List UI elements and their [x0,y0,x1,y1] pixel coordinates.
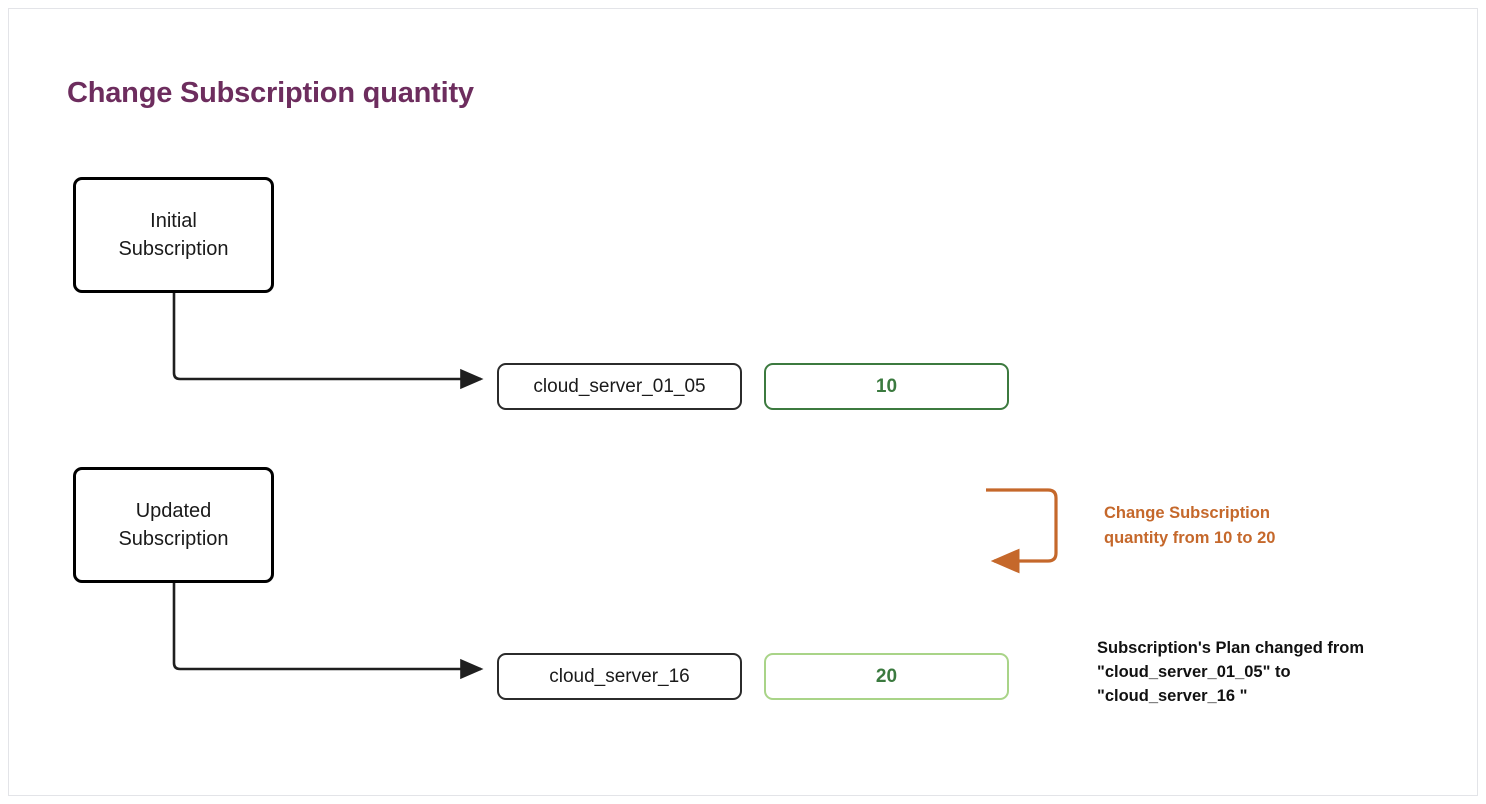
plan-box-initial[interactable]: cloud_server_01_05 [497,363,742,410]
node-initial-subscription-label: Initial Subscription [118,210,229,260]
node-updated-subscription-label: Updated Subscription [118,500,229,550]
node-updated-subscription[interactable]: Updated Subscription [73,467,274,583]
change-quantity-arrow-icon [986,488,1058,574]
connector-initial-to-plan [172,293,484,390]
page-title: Change Subscription quantity [67,77,474,109]
plan-box-updated-label: cloud_server_16 [549,665,690,687]
plan-box-initial-label: cloud_server_01_05 [533,375,706,397]
plan-box-updated[interactable]: cloud_server_16 [497,653,742,700]
quantity-box-updated[interactable]: 20 [764,653,1009,700]
quantity-box-updated-label: 20 [875,665,898,687]
plan-change-note: Subscription's Plan changed from "cloud_… [1097,639,1365,705]
connector-updated-to-plan [172,583,484,680]
quantity-box-initial[interactable]: 10 [764,363,1009,410]
diagram-canvas: Change Subscription quantity Initial Sub… [8,8,1478,796]
node-initial-subscription[interactable]: Initial Subscription [73,177,274,293]
quantity-box-initial-label: 10 [875,375,898,397]
change-quantity-annotation: Change Subscription quantity from 10 to … [1104,504,1276,547]
